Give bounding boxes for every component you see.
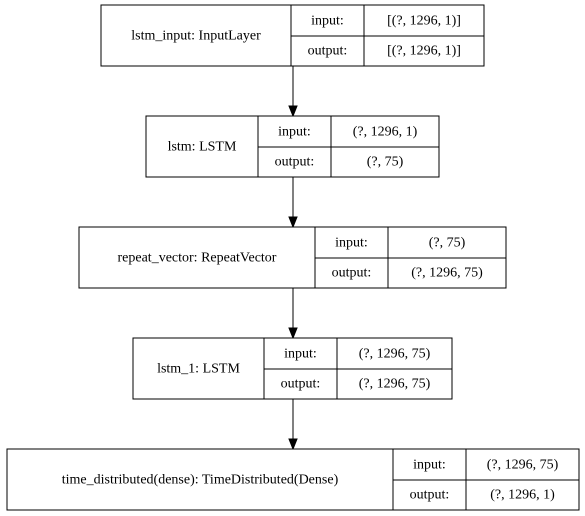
layer-name: time_distributed(dense): TimeDistributed…: [62, 473, 339, 488]
input-shape: (?, 1296, 75): [359, 347, 431, 362]
output-label: output:: [410, 488, 450, 503]
layer-name: repeat_vector: RepeatVector: [118, 251, 277, 266]
edge-arrow: [288, 288, 298, 340]
input-label: input:: [335, 236, 368, 251]
layer-name: lstm_1: LSTM: [157, 362, 240, 377]
layer-name: lstm_input: InputLayer: [131, 29, 261, 44]
layer-node: lstm: LSTM input: output: (?, 1296, 1) (?, 7…: [145, 115, 440, 178]
edge-arrow: [288, 399, 298, 451]
edge-arrow: [288, 177, 298, 229]
input-shape: (?, 1296, 75): [487, 458, 559, 473]
input-label: input:: [284, 347, 317, 362]
arrowhead: [288, 327, 298, 340]
arrowhead: [288, 105, 298, 118]
layer-node: lstm_1: LSTM input: output: (?, 1296, 75) (?…: [132, 337, 453, 400]
output-shape: (?, 1296, 75): [411, 266, 483, 281]
edge-arrow: [288, 66, 298, 118]
output-shape: (?, 75): [367, 155, 404, 170]
output-label: output:: [308, 44, 348, 59]
input-label: input:: [413, 458, 446, 473]
arrowhead: [288, 216, 298, 229]
layer-node: lstm_input: InputLayer input: output: [(?, …: [100, 4, 485, 67]
input-shape: (?, 75): [429, 236, 466, 251]
output-label: output:: [275, 155, 315, 170]
output-shape: [(?, 1296, 1)]: [387, 44, 461, 59]
output-shape: (?, 1296, 1): [490, 488, 555, 503]
layer-node: time_distributed(dense): TimeDistributed…: [6, 448, 580, 511]
input-shape: (?, 1296, 1): [353, 125, 418, 140]
input-label: input:: [311, 14, 344, 29]
output-shape: (?, 1296, 75): [359, 377, 431, 392]
output-label: output:: [281, 377, 321, 392]
input-label: input:: [278, 125, 311, 140]
input-shape: [(?, 1296, 1)]: [387, 14, 461, 29]
layer-node: repeat_vector: RepeatVector input: output:…: [78, 226, 507, 289]
arrowhead: [288, 438, 298, 451]
output-label: output:: [332, 266, 372, 281]
layer-name: lstm: LSTM: [168, 140, 237, 155]
